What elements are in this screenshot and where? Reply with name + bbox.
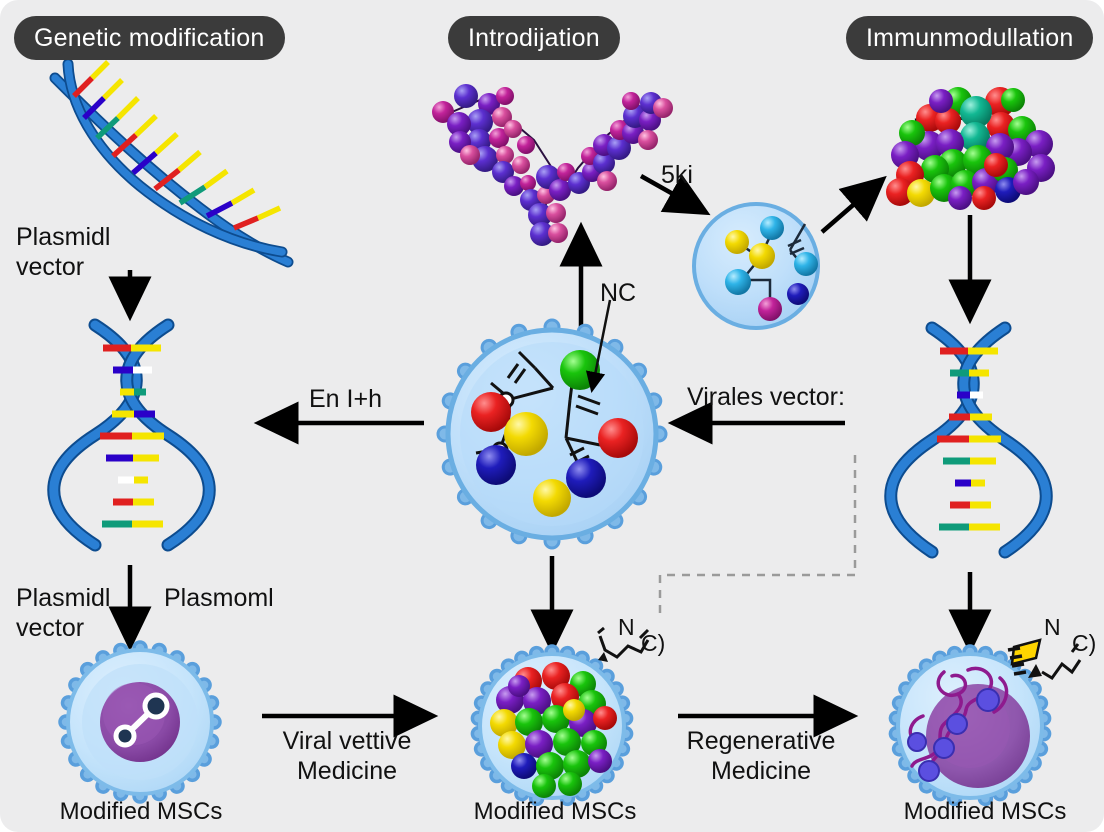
- section-header-genetic-modification: Genetic modification: [14, 16, 285, 60]
- protein-molecule-cluster-icon: [886, 87, 1055, 210]
- chem-label-c-right: C): [1072, 630, 1097, 656]
- label-ski: 5ki: [661, 161, 693, 189]
- large-virus-particle-icon: [436, 318, 668, 550]
- label-modified-mscs-center: Modified MSCs: [473, 798, 637, 825]
- label-plasmid-vector-top: Plasmidl vector: [16, 223, 111, 281]
- msc-cell-left-icon: [58, 640, 222, 804]
- label-nc: NC: [600, 279, 637, 307]
- chem-label-n-center: N: [618, 614, 635, 640]
- vertical-dna-helix-left-icon: [47, 318, 216, 552]
- chem-label-c-center: C): [641, 630, 666, 656]
- label-plasmid-vector-bottom: Plasmidl vector: [16, 584, 111, 642]
- section-header-introdijation: Introdijation: [448, 16, 620, 60]
- antibody-molecule-cluster-icon: [432, 84, 673, 246]
- msc-cell-right-icon: [888, 638, 1082, 807]
- msc-cell-center-icon: [470, 644, 634, 807]
- section-header-immunmodullation: Immunmodullation: [846, 16, 1094, 60]
- label-modified-mscs-right: Modified MSCs: [903, 798, 1067, 825]
- small-virus-particle-icon: [692, 202, 820, 330]
- dashed-connector: [658, 455, 857, 620]
- vertical-dna-helix-right-icon: [884, 321, 1053, 559]
- label-regenerative-medicine: Regenerative Medicine: [686, 727, 836, 785]
- label-plasmoml: Plasmoml: [164, 584, 274, 612]
- chemical-structure-annotation-right: [1007, 638, 1082, 680]
- label-modified-mscs-left: Modified MSCs: [59, 798, 223, 825]
- pointer-line-nc: [585, 299, 612, 393]
- label-viral-vettive-medicine: Viral vettive Medicine: [282, 727, 412, 785]
- chem-label-n-right: N: [1044, 614, 1061, 640]
- label-en-ith: En I+h: [309, 385, 382, 413]
- label-virales-vector: Virales vector:: [687, 383, 845, 411]
- arrow-small-virus-to-protein: [820, 175, 887, 234]
